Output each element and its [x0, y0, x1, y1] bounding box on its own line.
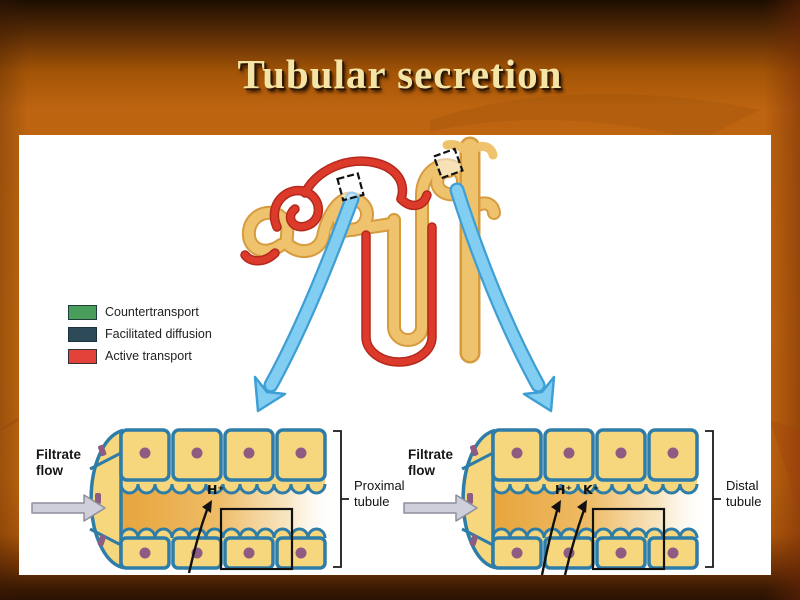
proximal-site-box	[336, 172, 365, 202]
distal-tubule-label: Distal tubule	[726, 478, 762, 509]
zoom-arrow-right	[449, 182, 556, 413]
legend: Countertransport Facilitated diffusion A…	[68, 305, 212, 371]
filtrate-flow-label-left: Filtrate flow	[36, 447, 82, 478]
proximal-tubule-label: Proximal tubule	[354, 478, 405, 509]
h-ion-arrow	[187, 506, 210, 574]
nephron-illustration	[240, 136, 501, 367]
distal-tubule-diagram	[403, 428, 721, 575]
legend-item-active-transport: Active transport	[68, 349, 212, 364]
k-ion-arrow-right	[563, 506, 587, 575]
legend-label: Countertransport	[105, 305, 199, 319]
legend-label: Active transport	[105, 349, 192, 363]
diagram-panel	[19, 135, 771, 575]
proximal-bracket	[333, 430, 349, 568]
h-ion-arrow-right	[540, 506, 560, 575]
legend-label: Facilitated diffusion	[105, 327, 212, 341]
secretion-highlight-box-right	[591, 507, 666, 571]
filtrate-flow-label-right: Filtrate flow	[408, 447, 454, 478]
legend-item-facilitated-diffusion: Facilitated diffusion	[68, 327, 212, 342]
distal-site-box	[432, 147, 464, 180]
zoom-arrow-left	[253, 191, 360, 413]
h-ion-label-left: H⁺	[207, 482, 225, 497]
countertransport-swatch	[68, 305, 97, 320]
k-ion-label-right: K⁺	[583, 482, 600, 497]
facilitated-diffusion-swatch	[68, 327, 97, 342]
h-ion-label-right: H⁺	[555, 482, 573, 497]
diagram-graphics	[31, 136, 721, 575]
proximal-tubule-diagram	[31, 428, 349, 574]
filtrate-flow-arrow-left	[31, 494, 106, 522]
filtrate-flow-arrow-right	[403, 494, 478, 522]
distal-bracket	[705, 430, 721, 568]
slide-title: Tubular secretion	[237, 51, 563, 97]
legend-item-countertransport: Countertransport	[68, 305, 212, 320]
secretion-highlight-box-left	[219, 507, 294, 571]
active-transport-swatch	[68, 349, 97, 364]
